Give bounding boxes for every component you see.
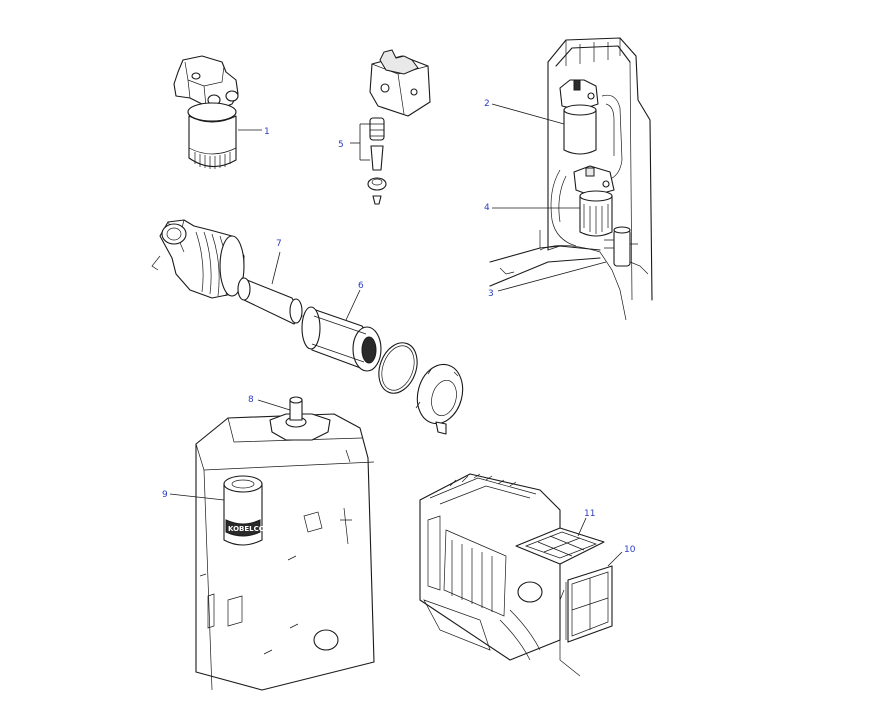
parts-2-3-4-cabinet: 2 4 3 <box>484 37 653 321</box>
part-1-filter-assembly: 1 <box>173 55 270 169</box>
callout-4: 4 <box>484 203 490 213</box>
callout-6: 6 <box>358 281 364 291</box>
callout-1: 1 <box>264 127 270 137</box>
callout-11: 11 <box>584 509 595 519</box>
filter-brand-label: KOBELCO <box>228 525 265 533</box>
callout-2: 2 <box>484 99 490 109</box>
callout-7: 7 <box>276 239 282 249</box>
hvac-unit-assembly: 11 10 <box>419 473 636 677</box>
tank-assembly: 8 KOBELCO 9 <box>162 395 375 691</box>
callout-10: 10 <box>624 545 636 555</box>
air-cleaner-assembly: 7 6 <box>151 219 464 435</box>
callout-8: 8 <box>248 395 254 405</box>
callout-9: 9 <box>162 490 168 500</box>
callout-3: 3 <box>488 289 494 299</box>
callout-5: 5 <box>338 140 344 150</box>
part-5-separator-kit: 5 <box>338 49 431 205</box>
